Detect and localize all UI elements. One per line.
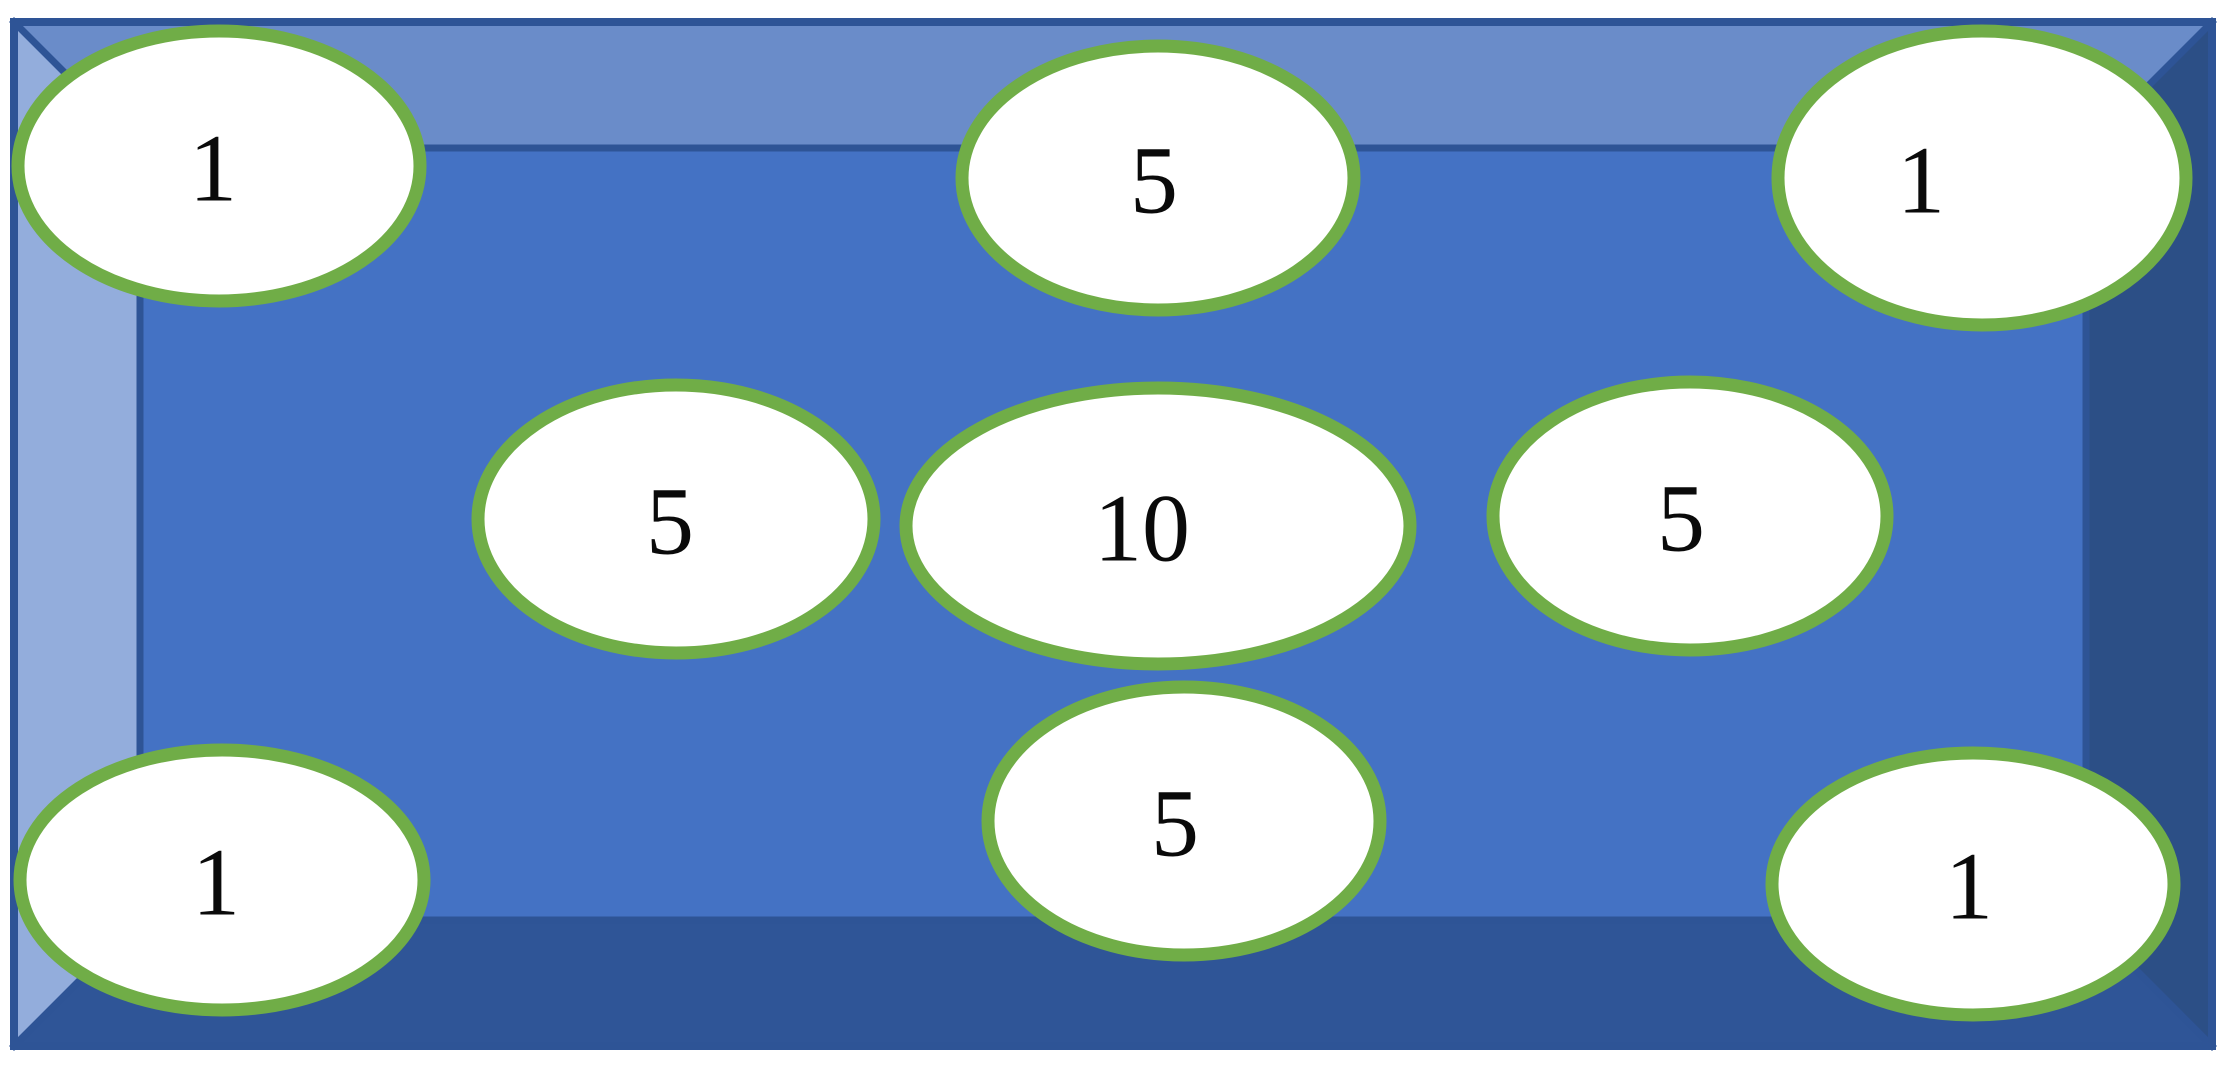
node-mid-center[interactable]: 10: [899, 381, 1417, 671]
node-shape[interactable]: [899, 381, 1417, 671]
node-top-left[interactable]: 1: [11, 24, 427, 308]
frame-face-bottom: [14, 920, 2212, 1046]
node-label: 5: [1130, 127, 1178, 234]
node-top-right[interactable]: 1: [1771, 24, 2193, 332]
node-label: 1: [192, 829, 240, 936]
node-label: 1: [1897, 127, 1945, 234]
node-shape[interactable]: [1765, 746, 2181, 1022]
node-top-center[interactable]: 5: [955, 39, 1361, 317]
node-shape[interactable]: [471, 378, 881, 660]
node-shape[interactable]: [981, 680, 1387, 962]
frame-outline: [10, 18, 2216, 1050]
node-label: 10: [1094, 475, 1190, 582]
node-shape[interactable]: [11, 24, 427, 308]
node-shape[interactable]: [1771, 24, 2193, 332]
node-shape[interactable]: [955, 39, 1361, 317]
node-label: 5: [1151, 770, 1199, 877]
node-label: 5: [1657, 465, 1705, 572]
node-mid-right[interactable]: 5: [1486, 375, 1894, 657]
node-shape[interactable]: [13, 743, 431, 1017]
node-bottom-left[interactable]: 1: [13, 743, 431, 1017]
node-label: 1: [1945, 833, 1993, 940]
node-shape[interactable]: [1486, 375, 1894, 657]
node-label: 5: [646, 468, 694, 575]
node-label: 1: [189, 115, 237, 222]
node-bottom-center[interactable]: 5: [981, 680, 1387, 962]
node-bottom-right[interactable]: 1: [1765, 746, 2181, 1022]
node-mid-left[interactable]: 5: [471, 378, 881, 660]
